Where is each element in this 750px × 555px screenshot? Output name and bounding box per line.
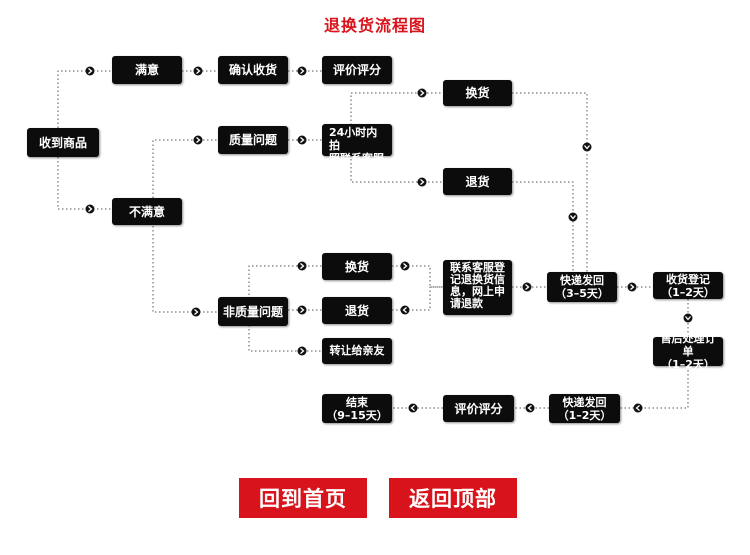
node-line: 联系客服登 xyxy=(450,261,505,274)
arrow-left-icon xyxy=(633,403,643,413)
node-line: 照联系客服 xyxy=(329,152,384,165)
node-contact-cs-24h: 24小时内拍 照联系客服 xyxy=(322,124,392,165)
arrow-right-icon xyxy=(522,282,532,292)
connector-line xyxy=(512,181,574,272)
node-express-send-2: 快递发回 （1–2天） xyxy=(549,394,620,423)
node-line: （3–5天） xyxy=(555,287,609,300)
node-register-return-info: 联系客服登 记退换货信 息，网上申 请退款 xyxy=(443,260,512,315)
node-line: 收货登记 xyxy=(666,272,710,286)
node-line: 结束 xyxy=(346,395,368,409)
node-quality-issue: 质量问题 xyxy=(218,126,288,154)
node-line: 息，网上申 xyxy=(450,285,505,298)
back-to-top-button[interactable]: 返回顶部 xyxy=(389,478,517,518)
arrow-right-icon xyxy=(297,261,307,271)
page-title: 退换货流程图 xyxy=(323,16,426,35)
node-review-1: 评价评分 xyxy=(322,56,392,84)
arrow-down-icon xyxy=(568,212,578,222)
connector-line xyxy=(152,222,218,313)
arrow-right-icon xyxy=(297,66,307,76)
node-line: （1–2天） xyxy=(557,408,612,422)
arrow-down-icon xyxy=(683,313,693,323)
connector-line xyxy=(350,92,443,125)
node-unsatisfied: 不满意 xyxy=(112,198,182,225)
node-line: 24小时内拍 xyxy=(329,126,378,152)
node-line: 快递发回 xyxy=(560,274,604,287)
arrow-right-icon xyxy=(297,135,307,145)
arrow-right-icon xyxy=(193,66,203,76)
arrow-right-icon xyxy=(193,135,203,145)
node-express-send-1: 快递发回 （3–5天） xyxy=(547,272,617,302)
node-receive-goods: 收到商品 xyxy=(27,128,99,157)
connector-line xyxy=(392,265,443,288)
node-exchange-1: 换货 xyxy=(443,80,512,106)
connector-line xyxy=(512,92,588,272)
node-exchange-2: 换货 xyxy=(322,253,392,280)
node-review-2: 评价评分 xyxy=(443,395,514,422)
connector-line xyxy=(57,157,90,210)
node-non-quality-issue: 非质量问题 xyxy=(218,297,288,326)
node-line: （9–15天） xyxy=(326,408,388,422)
arrow-down-icon xyxy=(582,142,592,152)
arrow-right-icon xyxy=(627,282,637,292)
node-return-2: 退货 xyxy=(322,297,392,324)
node-line: （1–2天） xyxy=(661,285,715,299)
arrow-left-icon xyxy=(400,305,410,315)
node-line: 快递发回 xyxy=(562,395,607,409)
connector-line xyxy=(392,286,443,311)
arrow-right-icon xyxy=(417,88,427,98)
node-line: （1–2天） xyxy=(661,358,715,371)
connector-line xyxy=(248,325,322,352)
node-gift-friend: 转让给亲友 xyxy=(322,338,392,364)
node-line: 请退款 xyxy=(450,297,483,310)
node-receive-register: 收货登记 （1–2天） xyxy=(653,272,723,299)
connector-line xyxy=(57,70,90,128)
connector-line xyxy=(248,265,322,295)
node-line: 售后处理订单 xyxy=(660,332,716,358)
arrow-right-icon xyxy=(191,307,201,317)
arrow-right-icon xyxy=(85,66,95,76)
node-satisfied: 满意 xyxy=(112,56,182,84)
arrow-right-icon xyxy=(297,346,307,356)
arrow-left-icon xyxy=(408,403,418,413)
node-line: 记退换货信 xyxy=(450,273,505,286)
connector-line xyxy=(620,366,689,409)
arrow-right-icon xyxy=(417,177,427,187)
arrow-right-icon xyxy=(85,204,95,214)
connector-line xyxy=(152,139,218,198)
arrow-right-icon xyxy=(297,305,307,315)
back-to-home-button[interactable]: 回到首页 xyxy=(239,478,367,518)
connector-line xyxy=(350,155,443,183)
arrow-left-icon xyxy=(525,403,535,413)
node-return-1: 退货 xyxy=(443,168,512,195)
arrow-right-icon xyxy=(400,261,410,271)
node-end: 结束 （9–15天） xyxy=(322,394,392,423)
node-after-sales: 售后处理订单 （1–2天） xyxy=(653,332,723,371)
node-confirm-receipt: 确认收货 xyxy=(218,56,288,84)
